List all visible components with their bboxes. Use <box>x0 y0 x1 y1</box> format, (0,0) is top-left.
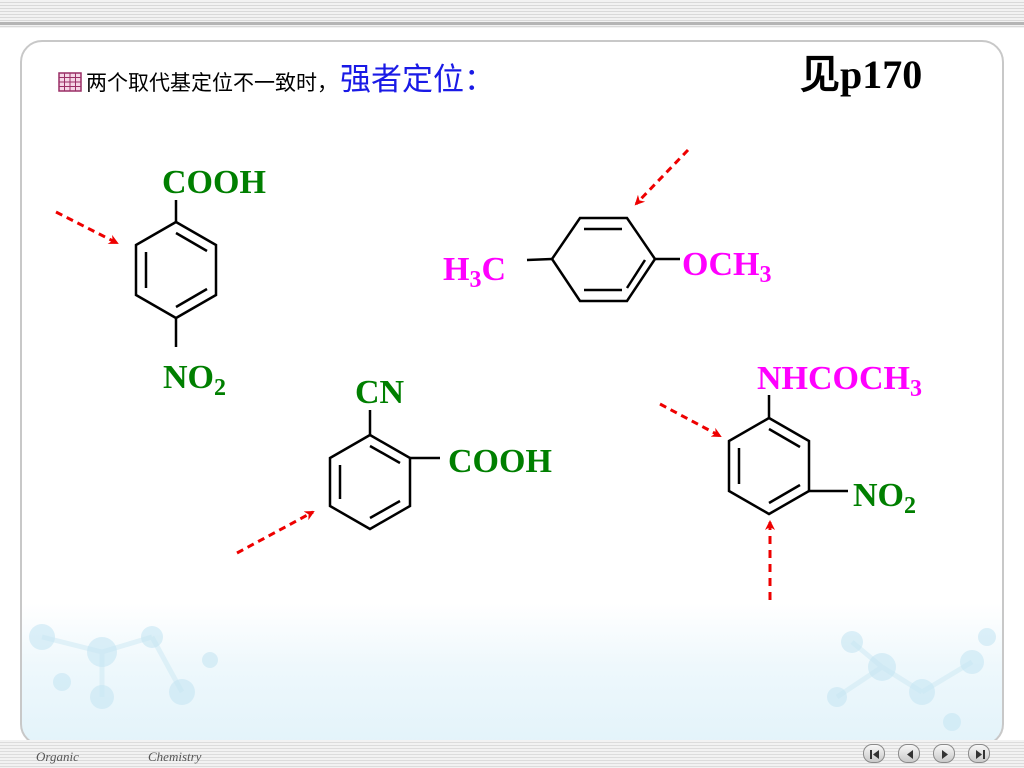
grid-bullet-icon <box>58 72 82 92</box>
slide-card <box>20 40 1004 746</box>
benzene-ring <box>134 220 218 320</box>
previous-page-icon <box>907 750 913 759</box>
molecule-watermark <box>29 624 996 731</box>
group-label-och3: OCH3 <box>682 246 771 288</box>
next-page-button[interactable] <box>933 744 955 763</box>
page-reference-prefix: 见 <box>800 51 840 98</box>
title-emphasis: 强者定位： <box>340 62 495 98</box>
substitution-arrow <box>55 210 119 245</box>
page-reference: 见p170 <box>800 42 922 100</box>
benzene-ring <box>328 433 412 531</box>
benzene-ring <box>727 416 811 516</box>
last-page-button[interactable] <box>968 744 990 763</box>
group-label-no2: NO2 <box>163 359 226 401</box>
substitution-arrow <box>659 402 722 438</box>
group-label-no2: NO2 <box>853 477 916 519</box>
first-page-icon <box>870 750 879 759</box>
page-reference-number: p170 <box>840 52 923 97</box>
group-label-h3c: H3C <box>443 251 506 293</box>
footer-label-left: Organic <box>36 749 79 764</box>
previous-page-button[interactable] <box>898 744 920 763</box>
molecule-p-methylanisole <box>526 216 680 303</box>
first-page-button[interactable] <box>863 744 885 763</box>
group-label-cn: CN <box>355 374 405 411</box>
molecule-p-nitrobenzoic-acid <box>134 200 218 347</box>
bottom-decor-band <box>0 740 1024 768</box>
group-label-nhcoch3: NHCOCH3 <box>757 360 922 402</box>
footer-label-right: Chemistry <box>148 749 202 764</box>
group-label-cooh: COOH <box>162 164 266 201</box>
benzene-ring <box>550 216 657 303</box>
substitution-arrow <box>236 510 315 555</box>
next-page-icon <box>942 750 948 759</box>
group-label-cooh: COOH <box>448 443 552 480</box>
last-page-icon <box>976 750 985 759</box>
slide-title: 两个取代基定位不一致时，强者定位： <box>58 54 495 98</box>
molecule-m-nitroacetanilide <box>727 395 848 516</box>
substitution-arrow <box>634 148 690 206</box>
molecule-o-cyanobenzoic-acid <box>328 410 440 531</box>
title-text: 两个取代基定位不一致时， <box>86 71 338 95</box>
top-divider <box>0 22 1024 25</box>
